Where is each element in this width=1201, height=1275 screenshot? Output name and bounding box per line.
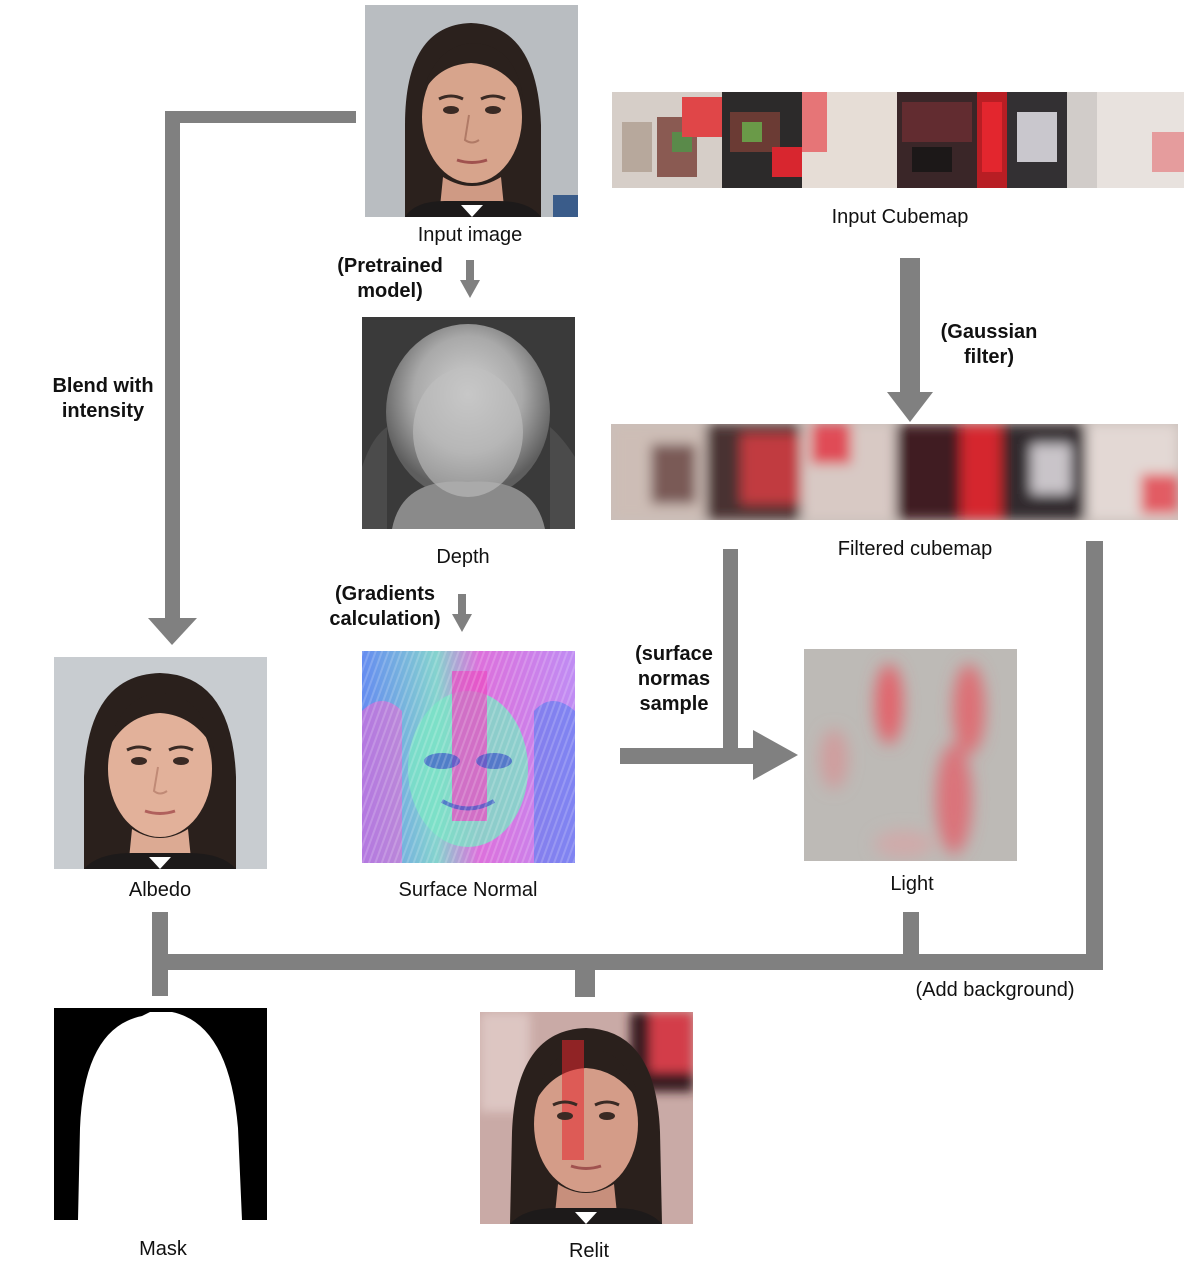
input-image-thumbnail (365, 5, 578, 217)
edge-label-gradients-2: calculation) (329, 608, 441, 630)
albedo-thumbnail (54, 657, 267, 869)
connector-background-vertical (1086, 541, 1103, 970)
depth-map-thumbnail (362, 317, 575, 529)
connector-blend-vertical (165, 111, 180, 620)
edge-label-gaussian-1: (Gaussian (940, 321, 1038, 343)
connector-blend-horizontal (166, 111, 356, 123)
mask-thumbnail (54, 1008, 267, 1220)
edge-label-sample-3: sample (639, 693, 709, 715)
surface-normal-thumbnail (362, 651, 575, 863)
label-input-image: Input image (417, 224, 523, 246)
input-cubemap-strip (612, 92, 1184, 188)
label-relit: Relit (568, 1240, 609, 1262)
connector-sample-horizontal (620, 748, 756, 764)
light-map-thumbnail (804, 649, 1017, 861)
arrow-blend-head (148, 618, 197, 645)
relit-thumbnail (480, 1012, 693, 1224)
edge-label-gradients-1: (Gradients (334, 583, 436, 605)
label-filtered-cubemap: Filtered cubemap (837, 538, 993, 560)
edge-label-sample-1: (surface (635, 643, 713, 665)
edge-label-blend-2: intensity (61, 400, 145, 422)
arrow-sample-head (753, 730, 798, 780)
label-input-cubemap: Input Cubemap (831, 206, 969, 228)
connector-to-relit (575, 962, 595, 997)
connector-pretrained-shaft (466, 260, 474, 282)
label-surface-normal: Surface Normal (398, 879, 538, 901)
filtered-cubemap-strip (611, 424, 1178, 520)
edge-label-sample-2: normas (637, 668, 711, 690)
label-light: Light (890, 873, 934, 895)
arrow-gradients-head (452, 614, 472, 632)
edge-label-pretrained-2: model) (357, 280, 423, 302)
connector-gaussian-shaft (900, 258, 920, 394)
label-albedo: Albedo (128, 879, 192, 901)
arrow-pretrained-head (460, 280, 480, 298)
edge-label-blend-1: Blend with (52, 375, 154, 397)
connector-bottom-bus (152, 954, 1103, 970)
connector-sample-vertical (723, 549, 738, 749)
connector-gradients-shaft (458, 594, 466, 616)
label-mask: Mask (139, 1238, 187, 1260)
connector-light-down (903, 912, 919, 962)
edge-label-add-background: (Add background) (915, 979, 1075, 1001)
arrow-gaussian-head (887, 392, 933, 422)
edge-label-gaussian-2: filter) (964, 346, 1014, 368)
label-depth: Depth (436, 546, 490, 568)
edge-label-pretrained-1: (Pretrained (337, 255, 443, 277)
